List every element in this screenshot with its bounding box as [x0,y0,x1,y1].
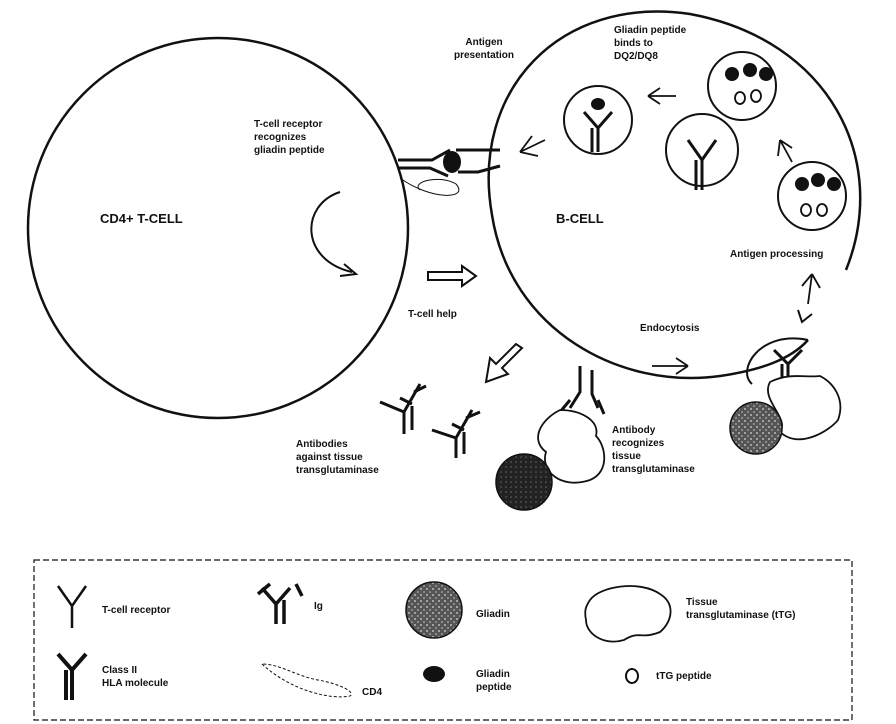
fusing-vesicles [666,52,776,190]
secreted-antibodies [380,384,480,458]
legend-ttg-label: Tissue transglutaminase (tTG) [686,596,795,622]
tcell-circle [28,38,408,418]
legend-class2-label: Class II HLA molecule [102,664,168,690]
legend-ttg-icon [585,586,670,642]
tcell-help-arrow [428,266,476,286]
arrow-up-endocytosis [802,274,820,304]
surface-antibody [496,366,604,510]
legend-cd4-icon [262,664,351,697]
legend-ig-icon [258,584,302,624]
legend-ttg-peptide-label: tTG peptide [656,670,712,683]
legend-cd4-label: CD4 [362,686,382,699]
legend-gliadin-peptide-icon [423,666,445,682]
antigen-presentation-label: Antigen presentation [454,36,514,62]
tcr-recognizes-label: T-cell receptor recognizes gliadin pepti… [254,118,325,157]
synapse-complex [398,150,500,195]
processing-vesicle [778,162,846,230]
legend-ttg-peptide-icon [626,669,638,683]
legend-class2-hla-icon [58,654,86,700]
antibody-recognizes-label: Antibody recognizes tissue transglutamin… [612,424,695,476]
bcell-label: B-CELL [556,212,604,225]
gliadin-binds-label: Gliadin peptide binds to DQ2/DQ8 [614,24,686,63]
antibody-release-arrow [486,344,522,382]
arrow-endocytosis [652,358,688,374]
endocytosis-label: Endocytosis [640,322,699,335]
legend-tcell-receptor-label: T-cell receptor [102,604,170,617]
antibodies-against-label: Antibodies against tissue transglutamina… [296,438,379,477]
tcell-curved-arrow [311,192,352,272]
legend-gliadin-label: Gliadin [476,608,510,621]
legend-gliadin-icon [406,582,462,638]
tcell-label: CD4+ T-CELL [100,212,183,225]
legend-ig-label: Ig [314,600,323,613]
arrow-up-processing [778,140,792,162]
legend-gliadin-peptide-label: Gliadin peptide [476,668,512,694]
antigen-processing-label: Antigen processing [730,248,823,261]
legend-tcell-receptor-icon [58,586,86,628]
arrow-to-hla [648,88,676,104]
endocytosis-complex [730,310,840,454]
tcell-help-label: T-cell help [408,308,457,321]
arrow-presentation [520,136,545,156]
